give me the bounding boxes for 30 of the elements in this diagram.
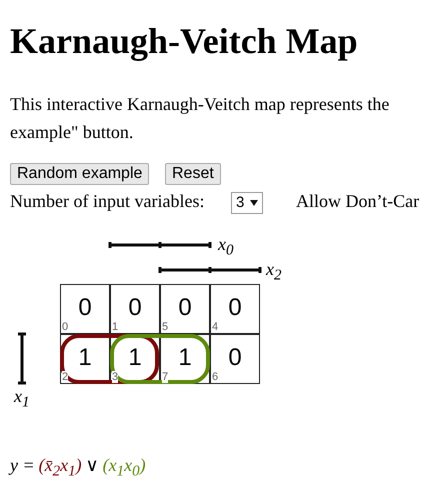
cell-value: 0 xyxy=(227,294,243,322)
page-title: Karnaugh-Veitch Map xyxy=(10,20,358,62)
cell-value: 1 xyxy=(77,344,93,372)
random-example-button: Random example xyxy=(10,163,150,185)
cell-value: 0 xyxy=(177,294,193,322)
cell-index: 4 xyxy=(212,321,218,333)
formula-term: (x̄$_{2}$x$_{1}$) xyxy=(38,455,82,475)
variable-count-select: 3 xyxy=(231,192,264,214)
cell-index: 6 xyxy=(212,371,218,383)
cell-index: 5 xyxy=(162,321,168,333)
cell-index: 2 xyxy=(62,371,68,383)
cell-value: 0 xyxy=(127,294,143,322)
or-symbol: ∨ xyxy=(86,455,99,475)
cell-index: 1 xyxy=(112,321,118,333)
cell-value: 0 xyxy=(227,344,243,372)
dont-care-label: Allow Don’t-Car xyxy=(296,191,420,212)
variable-name: x$_{2}$ xyxy=(266,259,282,286)
cell-index: 7 xyxy=(162,371,168,383)
variable-name: x$_{1}$ xyxy=(14,386,30,413)
formula-text: y = xyxy=(10,455,35,475)
intro-paragraph: This interactive Karnaugh-Veitch map represents the example" button. xyxy=(10,93,390,144)
input-count-label: Number of input variables: xyxy=(10,191,204,212)
cell-value: 0 xyxy=(77,294,93,322)
reset-button: Reset xyxy=(165,163,221,185)
cell-index: 0 xyxy=(62,321,68,333)
cell-index: 3 xyxy=(112,371,118,383)
cell-value: 1 xyxy=(127,344,143,372)
formula-term: (x$_{1}$x$_{0}$) xyxy=(102,455,146,475)
cell-value: 1 xyxy=(177,344,193,372)
variable-name: x$_{0}$ xyxy=(218,234,234,261)
